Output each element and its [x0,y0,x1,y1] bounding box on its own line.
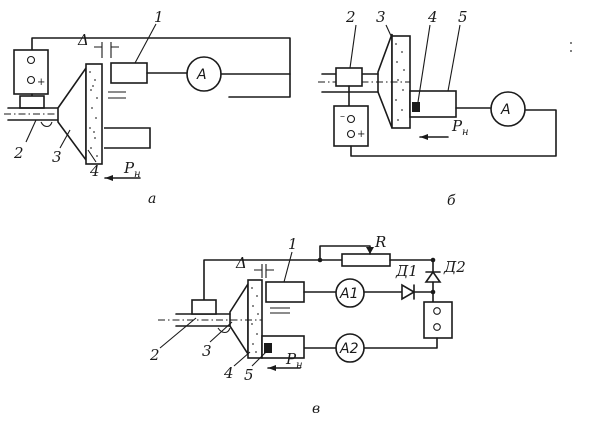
a-leader-4 [87,149,97,163]
a-label-3: 3 [52,148,62,166]
c-force-arrowhead [268,365,276,371]
a-workpiece [104,127,151,149]
b-force-label: P [451,117,463,135]
c-leader-5 [251,351,267,367]
b-label-2: 2 [345,8,356,26]
b-bottom-wire [350,109,557,157]
b-wheel-3 [377,33,393,129]
diagram-a: + A Δ P н 1 [4,8,291,207]
a-source-terminal-top [26,55,36,65]
a-force-label: P [123,159,135,177]
a-top-wire [31,37,291,98]
a-rotation-arrow [40,121,53,128]
c-leader-4 [233,351,251,367]
c-brush-2 [191,299,217,315]
c-ammeter-a2-label: A2 [339,341,359,357]
b-source-minus: – [340,111,345,122]
b-ammeter [490,91,526,127]
a-leader-2 [25,119,37,143]
b-brush-2 [335,67,363,87]
b-force-sub: н [462,127,469,138]
c-label-4: 4 [223,364,234,382]
c-electrode-4 [264,343,272,353]
diagram-c: R Д2 A1 Д1 A2 [149,233,466,417]
c-power-source [423,301,453,339]
b-electrode-4 [412,102,420,112]
c-force-sub: н [296,360,303,371]
a-leader-3 [59,129,71,149]
c-resistor [341,253,391,267]
a-ammeter-label: A [196,67,207,83]
b-ammeter-label: A [500,102,511,118]
b-leader-3 [385,24,393,39]
a-source-plus: + [37,77,45,88]
c-electrode-1 [265,281,305,303]
a-power-source [13,49,49,95]
c-diode-d1-label: Д1 [395,262,418,280]
c-gap-ticks [261,264,267,278]
a-brush-2 [19,95,45,109]
c-ammeter-a1 [335,278,365,308]
a-gap-label: Δ [77,31,89,49]
c-resistor-label: R [374,233,386,251]
a-caption: а [148,191,156,207]
a-wheel-4 [85,63,103,165]
c-label-5: 5 [244,366,254,384]
c-label-2: 2 [149,346,160,364]
c-wheel-4 [247,279,263,359]
b-source-terminal-top [346,114,356,124]
c-top-wire-left [203,259,321,301]
a-label-4: 4 [89,162,100,180]
c-workpiece-5 [261,335,305,359]
c-source-terminal-bottom [433,323,441,331]
c-caption: в [312,401,320,417]
b-source-plus: + [357,129,365,140]
c-leader-3 [209,321,233,343]
c-diode-d1 [401,283,416,301]
b-leader-5 [447,24,461,92]
c-diode-d2-label: Д2 [443,258,466,276]
b-caption: б [447,193,456,209]
b-force-arrowhead [420,134,428,140]
c-force-label: P [285,350,297,368]
a-abrasive-layer [89,71,98,157]
a-electrode-1 [110,62,148,84]
b-leader-4 [417,24,431,103]
a-shaft [7,107,61,121]
c-label-3: 3 [202,342,212,360]
b-leader-2 [349,24,357,69]
c-source-terminal-top [433,307,441,315]
c-label-1: 1 [288,235,298,253]
b-source-terminal-bottom [346,129,356,139]
b-label-3: 3 [376,8,386,26]
c-gap-label: Δ [235,254,247,272]
c-ammeter-a1-label: A1 [339,286,358,302]
b-abrasive-layer [395,43,405,121]
a-leader-1 [134,23,157,64]
diagram-b: – + A P н 2 3 4 5 б [318,8,572,209]
a-source-terminal-bottom [26,75,36,85]
a-gap-ticks [101,42,112,58]
c-diode-d2 [424,270,442,283]
a-force-arrowhead [105,175,113,181]
c-bottom-wire [363,337,438,349]
c-wheel-3 [229,281,249,357]
b-label-5: 5 [458,8,468,26]
a-wheel-3 [57,65,87,163]
a-label-2: 2 [13,144,24,162]
a-force-sub: н [134,169,141,180]
c-leader-2 [159,317,197,349]
b-label-4: 4 [427,8,438,26]
c-rotation-arrow [217,327,231,334]
a-label-1: 1 [154,8,164,26]
c-feed-arrows [270,307,290,314]
c-resistor-tap-arrow [366,247,374,254]
c-abrasive-layer [251,287,259,353]
c-leader-1 [283,251,293,283]
a-feed-arrows [108,91,126,99]
